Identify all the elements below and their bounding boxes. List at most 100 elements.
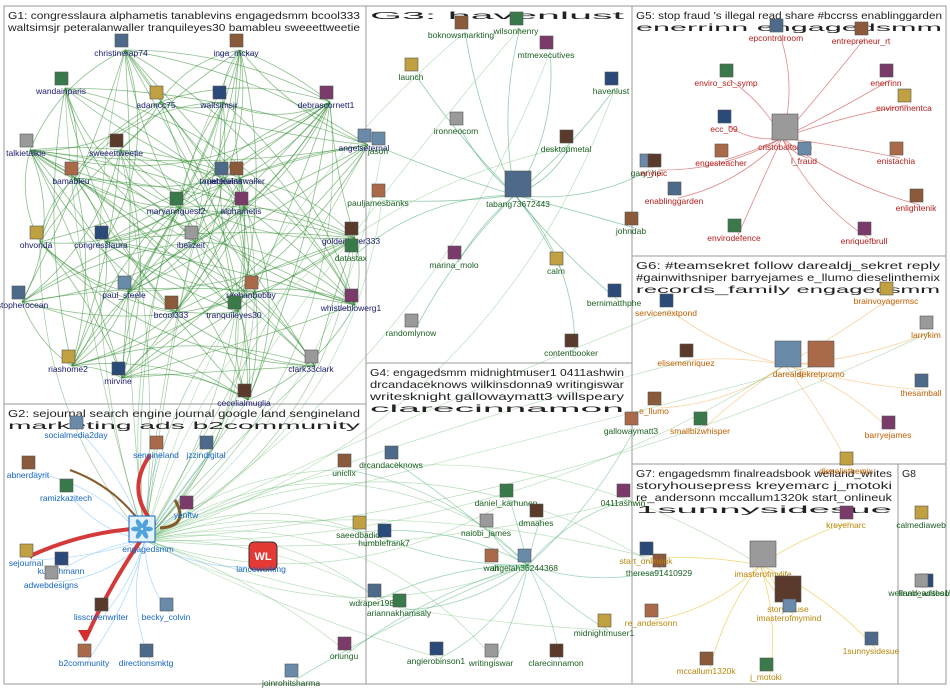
node-elisemenriquez[interactable]: elisemenriquez (657, 343, 715, 368)
node-calmediaweb[interactable]: calmediaweb (896, 505, 946, 530)
node-ibelizeit[interactable]: ibelizeit (177, 225, 206, 250)
node-pauljamesbanks[interactable]: pauljamesbanks (347, 183, 409, 208)
node-becky-colvin[interactable]: becky_colvin (142, 597, 191, 622)
node-boknowsmarkting[interactable]: boknowsmarkting (428, 15, 494, 40)
node-cecelialmuglia[interactable]: cecelialmuglia (217, 383, 271, 408)
node-re-andersonn[interactable]: re_andersonn (625, 603, 678, 628)
node-theresa91410929[interactable]: theresa91410929 (626, 553, 692, 578)
node-adwebdesigns[interactable]: adwebdesigns (24, 565, 78, 590)
node-enviro-sci-symp[interactable]: enviro_sci_symp (694, 63, 758, 88)
node-tranquileyes30[interactable]: tranquileyes30 (206, 295, 262, 320)
node-cristobaltorre6[interactable]: cristobaltorre6 (758, 113, 812, 152)
node-1sunnysidesue[interactable]: 1sunnysidesue (843, 631, 900, 656)
node-mirvine[interactable]: mirvine (104, 361, 132, 386)
node-wdraper1981[interactable]: wdraper1981 (348, 583, 399, 608)
node-l-fraud[interactable]: l_fraud (791, 141, 817, 166)
node-e-llumo[interactable]: e_llumo (639, 391, 669, 416)
node-dieselinthemix[interactable]: dieselinthemix (819, 451, 874, 476)
node-mccallum1320k[interactable]: mccallum1320k (676, 651, 736, 676)
node-enistachia[interactable]: enistachia (877, 141, 916, 166)
node-kreyemarc[interactable]: kreyemarc (826, 505, 867, 530)
node-entrepreneur-rt[interactable]: entrepreneur_rt (832, 21, 891, 46)
node-directionsmktg[interactable]: directionsmktg (119, 643, 174, 668)
node-cristopherocean[interactable]: cristopherocean (0, 285, 49, 310)
node-havenlust[interactable]: havenlust (593, 71, 630, 96)
node-enablinggarden[interactable]: enablinggarden (645, 181, 704, 206)
node-imasterofmymind[interactable]: imasterofmymind (757, 598, 822, 623)
node-paul-steele[interactable]: paul_steele (102, 275, 146, 300)
node-smallbizwhisper[interactable]: smallbizwhisper (670, 411, 730, 436)
node-0411ashwin[interactable]: 0411ashwin (601, 483, 646, 508)
node-midnightmuser1[interactable]: midnightmuser1 (574, 613, 635, 638)
node-saeedbadiol[interactable]: saeedbadiol (336, 515, 382, 540)
node-johndab[interactable]: johndab (615, 211, 647, 236)
node-congresslaura[interactable]: congresslaura (74, 225, 128, 250)
node-launch[interactable]: launch (398, 57, 424, 82)
node-marina-molo[interactable]: marina_molo (429, 245, 479, 270)
node-envirodefence[interactable]: envirodefence (707, 218, 761, 243)
node-whistleblowerg1[interactable]: whistleblowerg1 (320, 288, 382, 313)
node-maryannguest2[interactable]: maryannguest2 (147, 191, 206, 216)
node-waltsimsjr[interactable]: waltsimsjr (199, 85, 238, 110)
node-angelah36244368[interactable]: angelah36244368 (490, 548, 558, 573)
node-christinerap74[interactable]: christinerap74 (94, 33, 148, 58)
node-yenftw[interactable]: yenftw (174, 495, 199, 520)
node-kurtlohmann[interactable]: kurtlohmann (38, 551, 85, 576)
node-writingiswar[interactable]: writingiswar (468, 643, 514, 668)
node-riashome2[interactable]: riashome2 (48, 349, 88, 374)
node-j-motoki[interactable]: j_motoki (749, 657, 782, 682)
node-sengineland[interactable]: sengineland (133, 435, 179, 460)
node-environmentca[interactable]: environmentca (876, 88, 932, 113)
node-datastax[interactable]: datastax (335, 238, 368, 263)
node-tabang73672443[interactable]: tabang73672443 (486, 170, 550, 209)
node-enyipic[interactable]: enyipic (641, 153, 668, 178)
node-barryejames[interactable]: barryejames (865, 415, 912, 440)
node-jason[interactable]: jason (367, 131, 389, 156)
node-abnerdayrit[interactable]: abnerdayrit (7, 455, 50, 480)
node-adamcc75[interactable]: adamcc75 (136, 85, 176, 110)
node-engagedsmm[interactable]: engagedsmm (122, 515, 174, 554)
node-tanablevins[interactable]: tanablevins (199, 161, 243, 186)
node-clark33clark[interactable]: clark33clark (288, 349, 334, 374)
node-ohvonda[interactable]: ohvonda (20, 225, 53, 250)
node-wandainparis[interactable]: wandainparis (35, 71, 86, 96)
node-ramizkazitech[interactable]: ramizkazitech (40, 478, 92, 503)
node-brainvoyagermsc[interactable]: brainvoyagermsc (854, 281, 919, 306)
node-peteralanwaller[interactable]: peteralanwaller (207, 161, 265, 186)
node-desktopmetal[interactable]: desktopmetal (541, 129, 592, 154)
node-bernimatthphe[interactable]: bernimatthphe (587, 283, 642, 308)
node-enlightenik[interactable]: enlightenik (896, 188, 937, 213)
node-joinrohitsharma[interactable]: joinrohitsharma (261, 663, 320, 688)
node-oriungu[interactable]: oriungu (330, 636, 359, 661)
node-sweeettweetie[interactable]: sweeettweetie (89, 133, 143, 158)
node-jzzindigital[interactable]: jzzindigital (185, 435, 226, 460)
node-mtmexecutives[interactable]: mtmexecutives (518, 35, 575, 60)
node-sejournal[interactable]: sejournal (9, 543, 44, 568)
node-servicenextpond[interactable]: servicenextpond (635, 293, 697, 318)
node-b2community[interactable]: b2community (59, 643, 110, 668)
node-uniclix[interactable]: uniclix (332, 453, 357, 478)
node-daniel-karhunen[interactable]: daniel_karhunen (475, 483, 538, 508)
node-wilsonhenry[interactable]: wilsonhenry (493, 11, 540, 36)
node-start-onlineuk[interactable]: start_onlineuk (620, 541, 674, 566)
node-calm[interactable]: calm (547, 251, 565, 276)
node-naiobi-james[interactable]: naiobi_james (461, 513, 511, 538)
node-darealdj[interactable]: darealdj (773, 340, 803, 379)
node-thesamball[interactable]: thesamball (900, 373, 942, 398)
node-epcontrolroom[interactable]: epcontrolroom (749, 18, 803, 43)
node-bamableu[interactable]: bamableu (52, 161, 90, 186)
node-contentbooker[interactable]: contentbooker (544, 333, 598, 358)
node-larrykim[interactable]: larrykim (911, 315, 941, 340)
node-lisscreenwriter[interactable]: lisscreenwriter (74, 597, 128, 622)
node-walt[interactable]: walt (482, 548, 499, 573)
node-talkietalkie[interactable]: talkietalkie (6, 133, 46, 158)
node-socialmedia2day[interactable]: socialmedia2day (44, 415, 108, 440)
node-imasterofmylife[interactable]: imasterofmylife (734, 540, 792, 579)
node-ariannakhamsaly[interactable]: ariannakhamsaly (367, 593, 432, 618)
node-alphametis[interactable]: alphametis (220, 191, 262, 216)
node-inga-mckay[interactable]: inga_mckay (213, 33, 259, 58)
node-dmaahes[interactable]: dmaahes (519, 503, 554, 528)
node-bcool333[interactable]: bcool333 (154, 295, 189, 320)
node-enerrinn[interactable]: enerrinn (870, 63, 902, 88)
